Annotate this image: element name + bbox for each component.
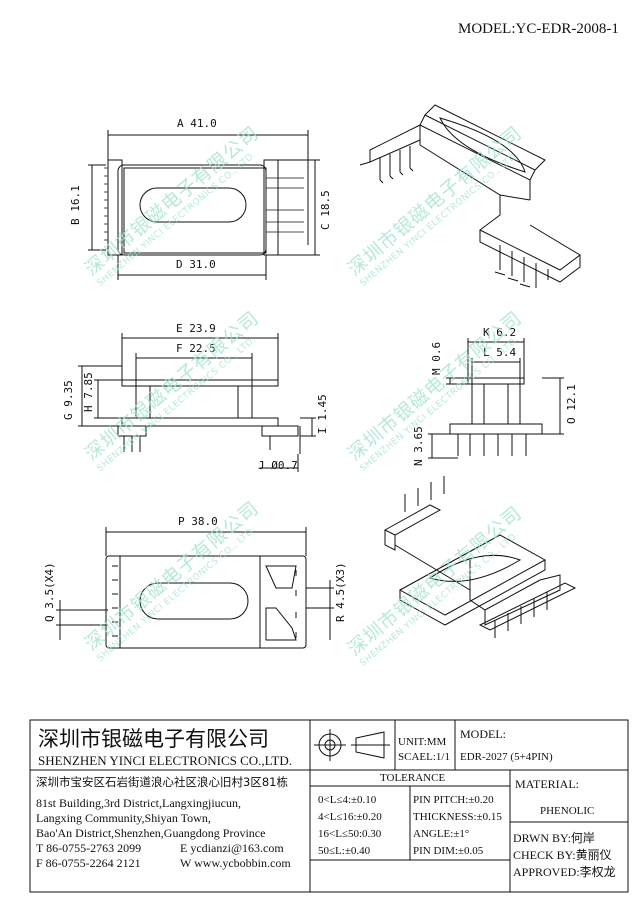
address-en-3: Bao'An District,Shenzhen,Guangdong Provi… <box>36 826 266 840</box>
isometric-view-top <box>359 104 581 288</box>
dim-h: H 7.85 <box>82 372 95 412</box>
company-name-en: SHENZHEN YINCI ELECTRONICS CO.,LTD. <box>38 753 292 768</box>
angle: ANGLE:±1° <box>413 828 470 840</box>
dim-o: O 12.1 <box>565 384 578 424</box>
model-header: MODEL:YC-EDR-2008-1 <box>458 21 619 37</box>
bottom-view <box>56 527 334 649</box>
dim-d: D 31.0 <box>176 258 216 271</box>
dim-a: A 41.0 <box>177 117 217 130</box>
tolerance-1: 0<L≤4:±0.10 <box>318 794 377 806</box>
drawn-by: DRWN BY:何岸 <box>513 831 595 845</box>
address-en-2: Langxing Community,Shiyan Town, <box>36 811 211 825</box>
phone: T 86-0755-2763 2099 <box>36 841 142 855</box>
tolerance-4: 50≤L:±0.40 <box>318 845 371 857</box>
dim-k: K 6.2 <box>483 326 517 339</box>
model-label: MODEL: <box>460 727 506 741</box>
dim-e: E 23.9 <box>176 322 216 335</box>
tolerance-2: 4<L≤16:±0.20 <box>318 811 382 823</box>
checked-by: CHECK BY:黄丽仪 <box>513 848 612 862</box>
dim-r: R 4.5(X3) <box>334 562 347 622</box>
email: E ycdianzi@163.com <box>180 841 284 855</box>
unit: UNIT:MM <box>398 736 447 748</box>
dim-j: J Ø0.7 <box>258 459 298 472</box>
top-view <box>88 130 320 280</box>
thickness: THICKNESS:±0.15 <box>413 811 502 823</box>
address-en-1: 81st Building,3rd District,Langxingjiucu… <box>36 796 241 810</box>
dim-n: N 3.65 <box>412 426 425 466</box>
title-block-frame <box>29 719 629 893</box>
dim-p: P 38.0 <box>178 515 218 528</box>
dim-i: I 1.45 <box>316 394 329 434</box>
company-name-cn: 深圳市银磁电子有限公司 <box>38 727 269 751</box>
material-value: PHENOLIC <box>540 805 595 817</box>
front-view <box>78 333 316 472</box>
dim-b: B 16.1 <box>69 185 82 225</box>
dim-c: C 18.5 <box>319 190 332 230</box>
approved-by: APPROVED:李权龙 <box>513 865 616 879</box>
dim-f: F 22.5 <box>176 342 216 355</box>
dim-g: G 9.35 <box>62 380 75 420</box>
website: W www.ycbobbin.com <box>180 856 291 870</box>
address-cn: 深圳市宝安区石岩街道浪心社区浪心旧村3区81栋 <box>36 775 288 789</box>
tolerance-label: TOLERANCE <box>380 772 446 784</box>
dim-l: L 5.4 <box>483 346 517 359</box>
tolerance-3: 16<L≤50:0.30 <box>318 828 382 840</box>
fax: F 86-0755-2264 2121 <box>36 856 141 870</box>
model-value: EDR-2027 (5+4PIN) <box>460 751 553 763</box>
isometric-view-bottom <box>383 476 577 638</box>
pin-dim: PIN DIM:±0.05 <box>413 845 484 857</box>
dim-q: Q 3.5(X4) <box>43 562 56 622</box>
material-label: MATERIAL: <box>515 777 579 791</box>
side-view <box>428 338 564 459</box>
pin-pitch: PIN PITCH:±0.20 <box>413 794 494 806</box>
scale: SCAEL:1/1 <box>398 751 450 763</box>
